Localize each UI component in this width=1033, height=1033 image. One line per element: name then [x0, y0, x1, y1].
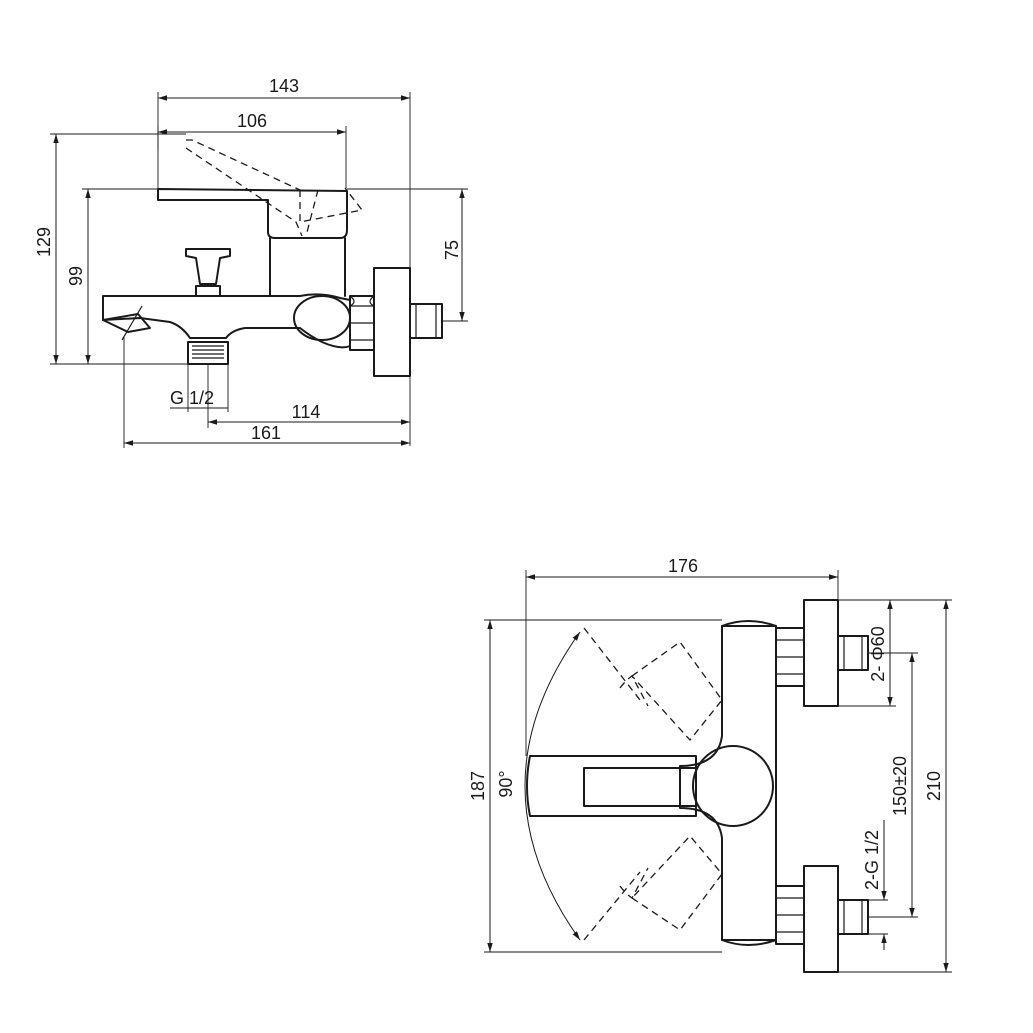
dim-210-label: 210	[924, 771, 944, 801]
spout-body	[102, 293, 351, 349]
lever-cap	[583, 767, 697, 807]
dim-90-label: 90°	[496, 770, 516, 797]
dim-99-label: 99	[66, 266, 86, 286]
diverter-knob	[185, 248, 231, 297]
body-oval	[293, 295, 351, 341]
dim-210: 210	[838, 599, 952, 973]
dim-75: 75	[347, 188, 468, 322]
mixer-body	[679, 620, 777, 946]
dim-g12-label: G 1/2	[170, 388, 214, 408]
hex-nut-lower	[775, 885, 805, 945]
dim-106: 106	[157, 111, 347, 189]
dim-centres-label: 150±20	[890, 756, 910, 816]
dim-129: 129	[34, 133, 188, 365]
hex-nut	[349, 295, 375, 351]
cartridge-body	[269, 237, 346, 297]
dim-g12: G 1/2	[170, 364, 229, 412]
dim-161-label: 161	[251, 423, 281, 443]
dim-inlet-thread: 2-G 1/2	[862, 820, 888, 950]
dim-75-label: 75	[442, 240, 462, 260]
dim-187-label: 187	[468, 771, 488, 801]
hex-nut-upper	[775, 627, 805, 687]
handle-hub	[692, 745, 774, 827]
dim-inlet-thread-label: 2-G 1/2	[862, 830, 882, 890]
spout-nozzle	[102, 313, 151, 333]
dim-129-label: 129	[34, 227, 54, 257]
dim-flange-dia-label: 2- Φ60	[868, 626, 888, 681]
dim-143: 143	[157, 76, 411, 268]
lever-rotated-outlines	[583, 627, 723, 941]
dim-143-label: 143	[269, 76, 299, 96]
side-view: 143 106 129 99 75 G 1/2	[34, 76, 468, 448]
outlet-thread	[187, 341, 229, 365]
dim-114-label: 114	[292, 402, 321, 422]
lever-raised-outline	[185, 139, 364, 237]
inlet-nipple-upper	[837, 635, 869, 671]
dim-187: 187	[468, 619, 722, 953]
dim-176: 176	[525, 556, 839, 756]
wall-flange	[373, 267, 411, 377]
dim-114: 114	[207, 364, 411, 446]
dim-centres: 150±20	[868, 652, 918, 918]
dim-99: 99	[66, 188, 188, 365]
inlet-nipple-lower	[837, 899, 869, 935]
flange-lower	[803, 865, 839, 973]
flange-upper	[803, 599, 839, 707]
top-view: 90° 176 187	[468, 556, 952, 973]
dim-106-label: 106	[237, 111, 267, 131]
lever-handle	[157, 188, 348, 239]
dim-161: 161	[123, 336, 410, 448]
dim-176-label: 176	[668, 556, 698, 576]
lever-center	[526, 755, 697, 817]
inlet-nipple	[409, 303, 443, 339]
dim-90-arc: 90°	[496, 631, 581, 941]
